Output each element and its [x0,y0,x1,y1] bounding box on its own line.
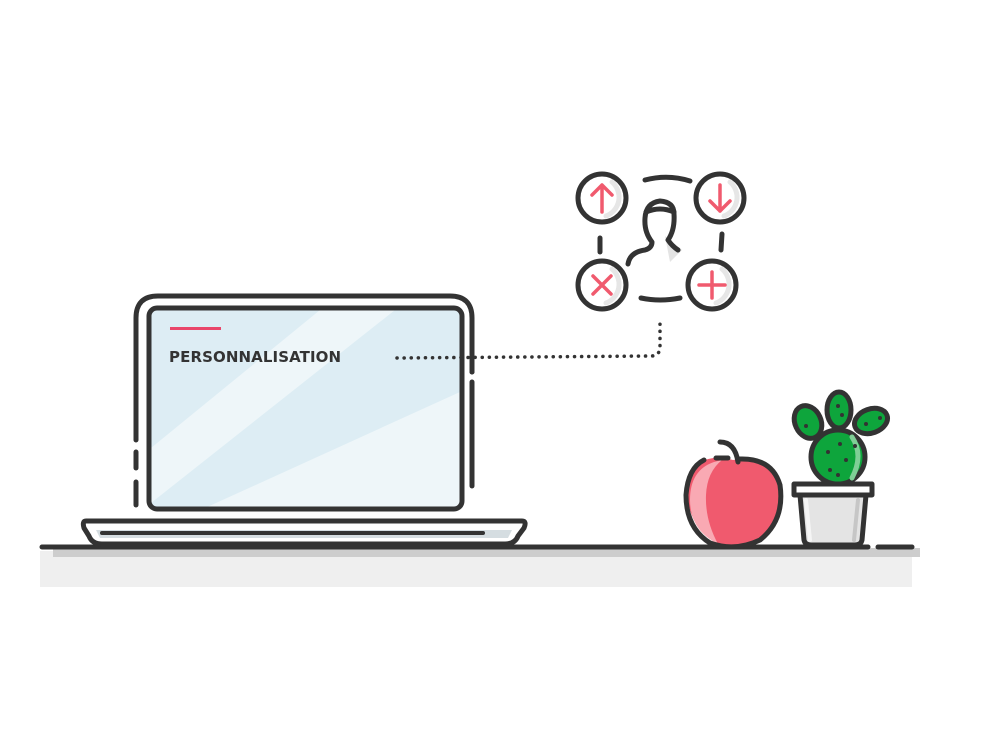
plus-icon[interactable] [685,258,739,312]
dotted-connector [395,318,662,360]
laptop [80,293,528,547]
shelf [39,544,920,587]
apple [683,439,784,550]
close-icon[interactable] [575,258,629,312]
accent-bar [170,327,221,330]
arrow-down-icon[interactable] [693,171,747,225]
personalisation-diagram [575,171,747,312]
user-icon [625,198,682,267]
arrow-up-icon[interactable] [575,171,629,225]
screen-title: PERSONNALISATION [169,348,342,366]
cactus-plant [791,389,890,548]
laptop-screen [146,305,465,512]
